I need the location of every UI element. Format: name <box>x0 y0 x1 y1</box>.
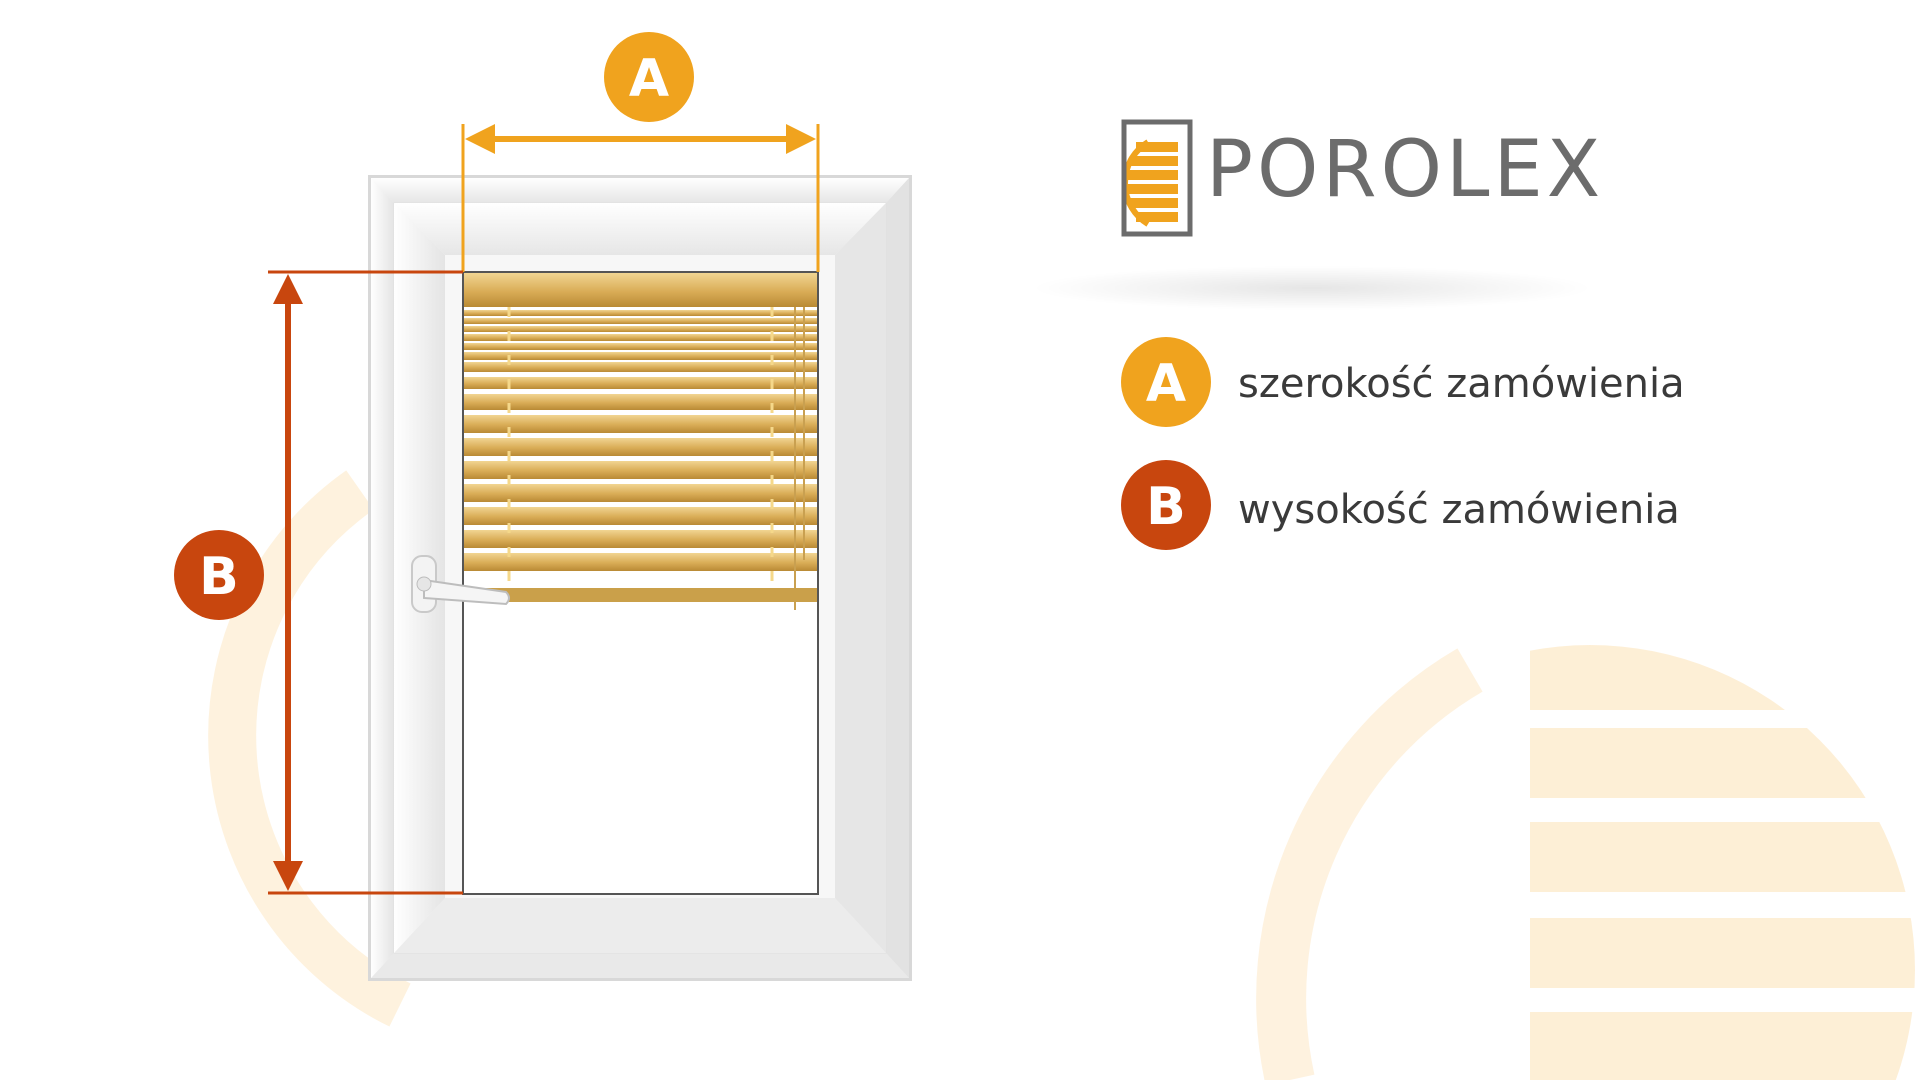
legend-a-description: szerokość zamówienia <box>1238 361 1685 407</box>
window-sun-icon <box>1121 119 1193 237</box>
blind-slat <box>464 334 817 341</box>
window-with-pleated-blind-icon <box>368 175 912 981</box>
badge-a-marker <box>604 32 694 122</box>
window-handle-icon <box>411 555 510 613</box>
blind-slat <box>464 484 817 502</box>
blind-slat <box>464 553 817 571</box>
blind-slat <box>464 326 817 332</box>
blind-slat <box>464 377 817 389</box>
blind-slat <box>464 318 817 324</box>
dimension-b-height <box>268 270 463 895</box>
legend-a-badge <box>1121 337 1211 427</box>
legend-b-badge <box>1121 460 1211 550</box>
blind-slat <box>464 343 817 350</box>
background-sun-right-icon <box>1256 645 1915 1080</box>
badge-a-letter: A <box>629 49 669 109</box>
legend-b-letter: B <box>1146 477 1186 537</box>
badge-b-marker <box>174 530 264 620</box>
blind-slat <box>464 507 817 525</box>
legend-a-letter: A <box>1146 354 1186 414</box>
blind-slat <box>464 352 817 360</box>
blind-slat <box>464 530 817 548</box>
badge-b-letter: B <box>199 547 239 607</box>
legend-b-description: wysokość zamówienia <box>1238 487 1680 533</box>
blind-slat <box>464 310 817 316</box>
blind-slat <box>464 415 817 433</box>
blind-slat <box>464 394 817 410</box>
dimension-a-width <box>461 124 820 272</box>
brand-name: POROLEX <box>1206 125 1605 215</box>
blind-slat <box>464 438 817 456</box>
blind-slat <box>464 461 817 479</box>
blind-slat <box>464 362 817 372</box>
logo-shadow <box>1032 266 1592 310</box>
